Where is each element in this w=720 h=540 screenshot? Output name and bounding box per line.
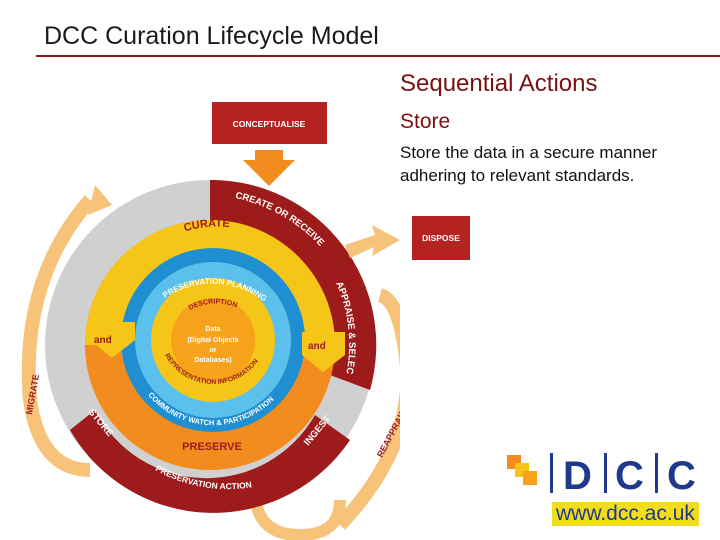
dispose-graphic: DISPOSE xyxy=(412,216,470,260)
logo-letter-c1: C xyxy=(615,454,644,498)
and-left-arrow xyxy=(90,322,135,358)
migrate-arrow xyxy=(21,195,96,477)
logo-square-3 xyxy=(523,471,537,485)
reappraise-arrow xyxy=(334,288,400,530)
lifecycle-diagram: CONCEPTUALISE CREATE OR RECEIVE APPRAISE… xyxy=(0,90,400,540)
dispose-arrow xyxy=(345,225,400,258)
section-heading: Sequential Actions xyxy=(400,70,598,97)
store-ingest-ring xyxy=(70,410,350,513)
dispose-box xyxy=(412,216,470,260)
data-label-2: (Digital Objects xyxy=(187,337,238,344)
migrate-arrowhead xyxy=(88,185,112,215)
data-label-4: Databases) xyxy=(194,357,231,364)
website-link[interactable]: www.dcc.ac.uk xyxy=(552,502,699,526)
data-label-1: Data xyxy=(205,326,220,333)
and-right-arrow xyxy=(302,332,345,372)
data-core xyxy=(171,298,255,382)
dcc-logo: D C C xyxy=(507,453,696,498)
preserve-label: PRESERVE xyxy=(182,441,242,453)
logo-divider-2 xyxy=(604,453,607,493)
and-left-label: and xyxy=(94,335,112,346)
title-divider xyxy=(36,55,720,57)
slide-title: DCC Curation Lifecycle Model xyxy=(44,22,379,50)
logo-letter-c2: C xyxy=(667,454,696,498)
conceptualise-box xyxy=(212,102,327,144)
data-label-3: or xyxy=(210,347,217,354)
logo-divider-1 xyxy=(550,453,553,493)
logo-divider-3 xyxy=(655,453,658,493)
action-heading: Store xyxy=(400,110,451,133)
conceptualise-arrow xyxy=(243,150,295,186)
dispose-label: DISPOSE xyxy=(422,233,460,243)
logo-letter-d: D xyxy=(563,454,592,498)
and-right-label: and xyxy=(308,341,326,352)
action-description: Store the data in a secure manner adheri… xyxy=(400,143,658,185)
bottom-return-arrow xyxy=(249,489,346,540)
conceptualise-label: CONCEPTUALISE xyxy=(233,119,306,129)
